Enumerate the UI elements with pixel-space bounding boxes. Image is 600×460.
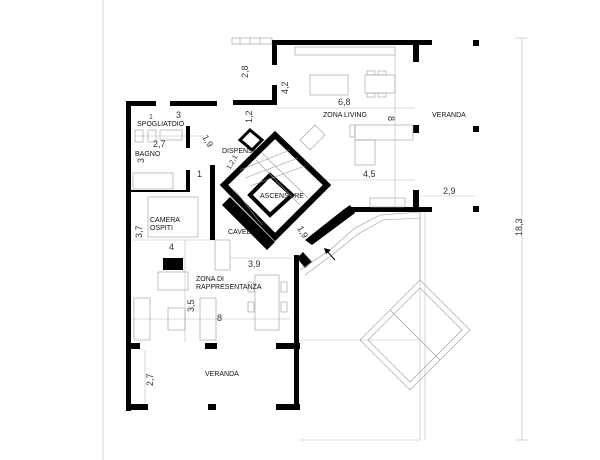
dim-living-step: 4,2 (280, 81, 290, 94)
label-zona-living: ZONA LIVING (323, 112, 367, 119)
dim-bagno-width: 2,7 (153, 139, 166, 149)
dim-rappresentanza-width: 3,9 (248, 259, 261, 269)
dim-camera-width: 4 (169, 242, 174, 252)
label-ascensore: ASCENSORE (260, 193, 304, 200)
label-cavedio: CAVEDIO (228, 229, 260, 236)
dim-rappresentanza-depth: 3,5 (186, 299, 196, 312)
top-stair (231, 37, 273, 45)
label-zona-di: ZONA DI (196, 276, 224, 283)
entrance-arrow-icon (324, 248, 336, 261)
dim-corridor-diagonal: 1,9 (200, 133, 215, 149)
label-ospiti: OSPITI (150, 225, 173, 232)
furniture (132, 46, 414, 341)
label-camera: CAMERA (150, 217, 180, 224)
label-spogliatoio: SPOGLIATOIO (137, 121, 185, 128)
dim-living-lower: 4,5 (363, 169, 376, 179)
dim-living-width: 6,8 (338, 97, 351, 107)
label-bagno: BAGNO (135, 151, 161, 158)
dim-entry-diagonal: 1,9 (295, 224, 310, 240)
label-dispensa: DISPENSA (222, 148, 258, 155)
label-veranda-east: VERANDA (432, 112, 466, 119)
dim-spogliatoio-width: 3 (176, 110, 181, 120)
dim-stair-top: 2,8 (240, 65, 250, 78)
label-veranda-south: VERANDA (205, 371, 239, 378)
dim-veranda-east: 2,9 (443, 186, 456, 196)
dim-spogliatoio-depth: 1 (149, 114, 153, 121)
dim-rappresentanza-length: 8 (217, 313, 222, 323)
rotated-terrace (299, 211, 471, 391)
room-labels: SPOGLIATOIO BAGNO DISPENSA CAMERA OSPITI… (135, 112, 466, 378)
dim-corridor-width: 1 (197, 169, 202, 179)
dim-living-depth: 8 (386, 116, 396, 121)
dim-veranda-south: 2,7 (145, 373, 155, 386)
dim-hall: 1,2 (244, 110, 254, 123)
dim-bagno-depth: 3 (136, 158, 146, 163)
label-rappresentanza: RAPPRESENTANZA (196, 284, 262, 291)
stair-core (219, 127, 332, 242)
guide-lines (102, 0, 528, 460)
walls (126, 40, 479, 411)
dim-total-length: 18,3 (514, 218, 524, 236)
dim-camera-depth: 3,7 (134, 225, 144, 238)
